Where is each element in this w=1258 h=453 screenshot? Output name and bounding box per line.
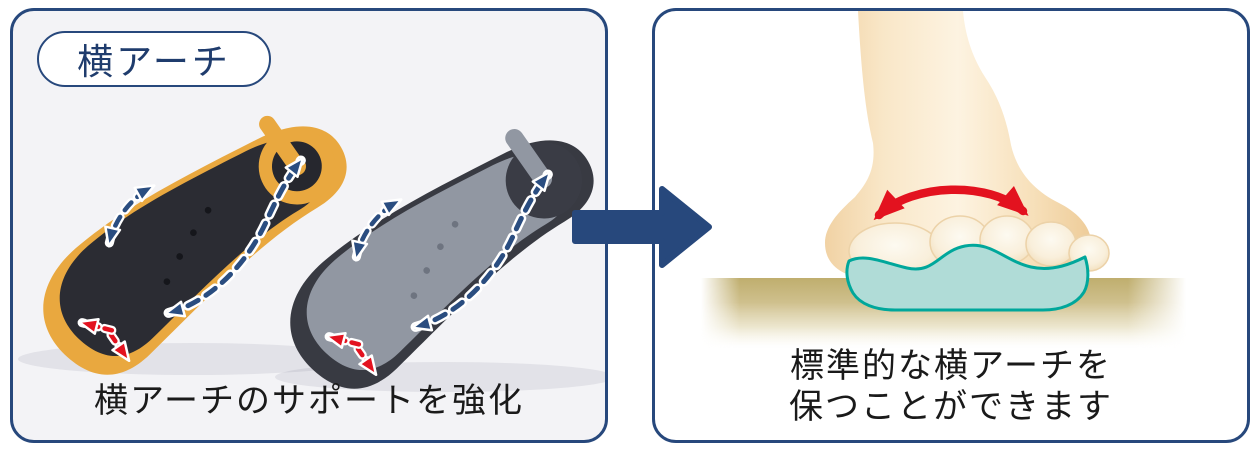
pressure-arrow-red-icon <box>324 331 379 377</box>
insole-feature-panel: 横アーチ 横アーチのサポートを強化 <box>10 8 608 443</box>
right-caption-line1: 標準的な横アーチを <box>790 347 1112 385</box>
right-caption: 標準的な横アーチを 保つことができます <box>655 346 1247 428</box>
left-caption: 横アーチのサポートを強化 <box>94 382 524 420</box>
transition-arrow-icon <box>572 186 712 268</box>
insole-gray <box>290 129 594 389</box>
pressure-arrow-red-icon <box>77 317 132 363</box>
arch-type-badge-label: 横アーチ <box>77 41 231 82</box>
insoles-illustration <box>18 115 605 392</box>
right-caption-line2: 保つことができます <box>789 388 1113 426</box>
spread-arrow-blue-icon <box>104 155 306 318</box>
arch-type-badge: 横アーチ <box>37 31 271 87</box>
arch-direction-arrow-icon <box>873 185 1029 221</box>
toe <box>1025 221 1077 267</box>
foot-illustration <box>701 11 1186 348</box>
spread-arrow-blue-icon <box>351 169 553 332</box>
insole-yellow <box>43 115 347 375</box>
arch-support-insole <box>845 243 1090 312</box>
result-panel: 標準的な横アーチを 保つことができます <box>652 8 1250 443</box>
